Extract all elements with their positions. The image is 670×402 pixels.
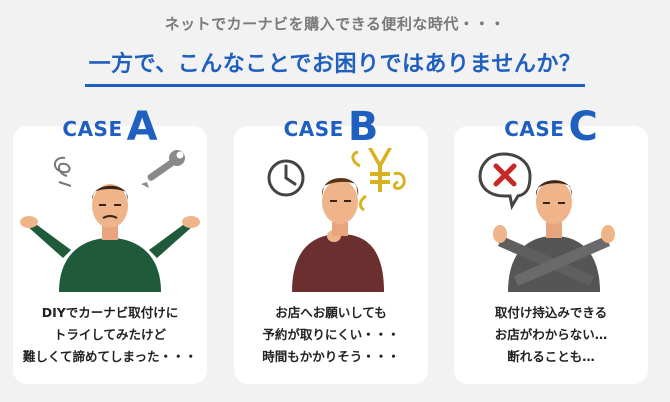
caption-a-line-1: DIYでカーナビ取付けに xyxy=(41,305,179,320)
case-letter-a: A xyxy=(126,104,158,150)
illustration-b xyxy=(267,148,406,292)
case-word-a: CASE xyxy=(62,117,123,141)
illustration-a xyxy=(20,150,200,292)
cross-icon xyxy=(478,152,532,211)
caption-b-line-3: 時間もかかりそう・・・ xyxy=(262,349,400,364)
case-word-b: CASE xyxy=(283,117,344,141)
caption-c: 取付け持込みできる お店がわからない… 断れることも… xyxy=(454,302,648,368)
clock-icon xyxy=(267,159,305,197)
caption-a-line-2: トライしてみたけど xyxy=(53,327,167,342)
headline-text: 一方で、こんなことでお困りではありませんか？ xyxy=(84,46,586,87)
person-cross-arms xyxy=(493,180,615,292)
scribble-icon xyxy=(54,156,72,187)
subtitle: ネットでカーナビを購入できる便利な時代・・・ xyxy=(164,15,506,33)
caption-c-line-3: 断れることも… xyxy=(507,349,595,364)
person-shrug xyxy=(20,184,200,292)
case-letter-b: B xyxy=(347,104,379,150)
illustration-c xyxy=(478,152,615,292)
caption-a-line-3: 難しくて諦めてしまった・・・ xyxy=(22,349,198,364)
caption-a: DIYでカーナビ取付けに トライしてみたけど 難しくて諦めてしまった・・・ xyxy=(13,302,207,368)
caption-c-line-2: お店がわからない… xyxy=(494,327,608,342)
case-letter-c: C xyxy=(568,104,598,150)
yen-icon xyxy=(351,148,406,212)
person-thinking xyxy=(292,178,384,292)
headline: 一方で、こんなことでお困りではありませんか？ xyxy=(0,46,670,87)
case-word-c: CASE xyxy=(504,117,565,141)
wrench-icon xyxy=(141,150,185,188)
caption-b: お店へお願いしても 予約が取りにくい・・・ 時間もかかりそう・・・ xyxy=(234,302,428,368)
caption-b-line-1: お店へお願いしても xyxy=(275,305,387,320)
caption-b-line-2: 予約が取りにくい・・・ xyxy=(262,327,400,342)
caption-c-line-1: 取付け持込みできる xyxy=(494,305,608,320)
